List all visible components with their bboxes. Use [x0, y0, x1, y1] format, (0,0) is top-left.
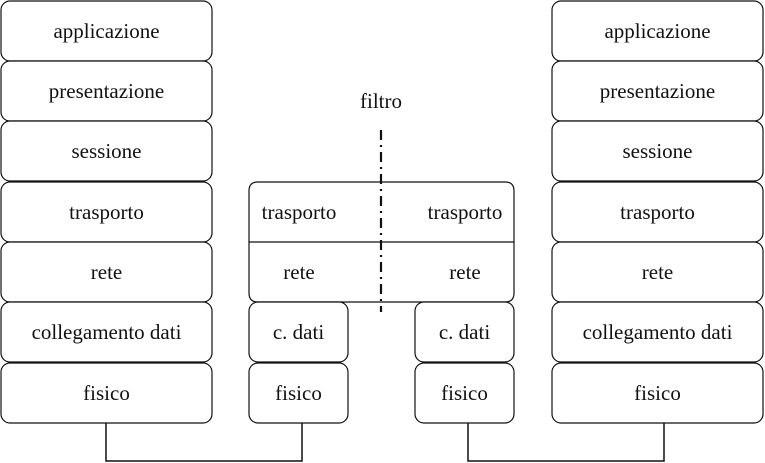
right-layer-label-sessione: sessione: [623, 139, 693, 163]
middle-right-datalink-box: [414, 301, 515, 363]
middle-left-datalink-label: c. dati: [273, 320, 324, 344]
left-layer-box-collegamento-dati: [0, 301, 213, 363]
right-layer-label-rete: rete: [642, 260, 673, 284]
left-layer-label-trasporto: trasporto: [69, 200, 144, 224]
left-layer-label-applicazione: applicazione: [53, 19, 159, 43]
right-stack: applicazione presentazione sessione tras…: [551, 0, 764, 424]
middle-right-trasporto-label: trasporto: [428, 200, 503, 224]
right-layer-label-trasporto: trasporto: [620, 200, 695, 224]
left-layer-label-presentazione: presentazione: [49, 79, 164, 103]
filter-label: filtro: [360, 89, 402, 113]
middle-left-fisico-label: fisico: [275, 381, 322, 405]
right-layer-box-sessione: [551, 120, 764, 182]
left-layer-label-collegamento-dati: collegamento dati: [32, 320, 182, 344]
right-layer-label-collegamento-dati: collegamento dati: [583, 320, 733, 344]
right-layer-label-fisico: fisico: [634, 381, 681, 405]
middle-right-datalink-label: c. dati: [439, 320, 490, 344]
left-stack: applicazione presentazione sessione tras…: [0, 0, 213, 424]
middle-left-fisico-box: [248, 362, 349, 424]
right-layer-label-presentazione: presentazione: [600, 79, 715, 103]
middle-right-fisico-label: fisico: [441, 381, 488, 405]
middle-left-rete-label: rete: [283, 260, 314, 284]
left-layer-label-rete: rete: [91, 260, 122, 284]
middle-left-trasporto-label: trasporto: [262, 200, 337, 224]
right-physical-link: [467, 423, 665, 462]
middle-right-fisico-box: [414, 362, 515, 424]
middle-right-rete-label: rete: [449, 260, 480, 284]
left-layer-label-fisico: fisico: [83, 381, 130, 405]
middle-left-datalink-box: [248, 301, 349, 363]
right-layer-label-applicazione: applicazione: [604, 19, 710, 43]
right-layer-box-fisico: [551, 362, 764, 424]
left-layer-label-sessione: sessione: [72, 139, 142, 163]
left-layer-box-sessione: [0, 120, 213, 182]
filter-node: trasporto trasporto rete rete c. dati fi…: [248, 89, 515, 424]
left-physical-link: [105, 423, 303, 462]
right-layer-box-collegamento-dati: [551, 301, 764, 363]
